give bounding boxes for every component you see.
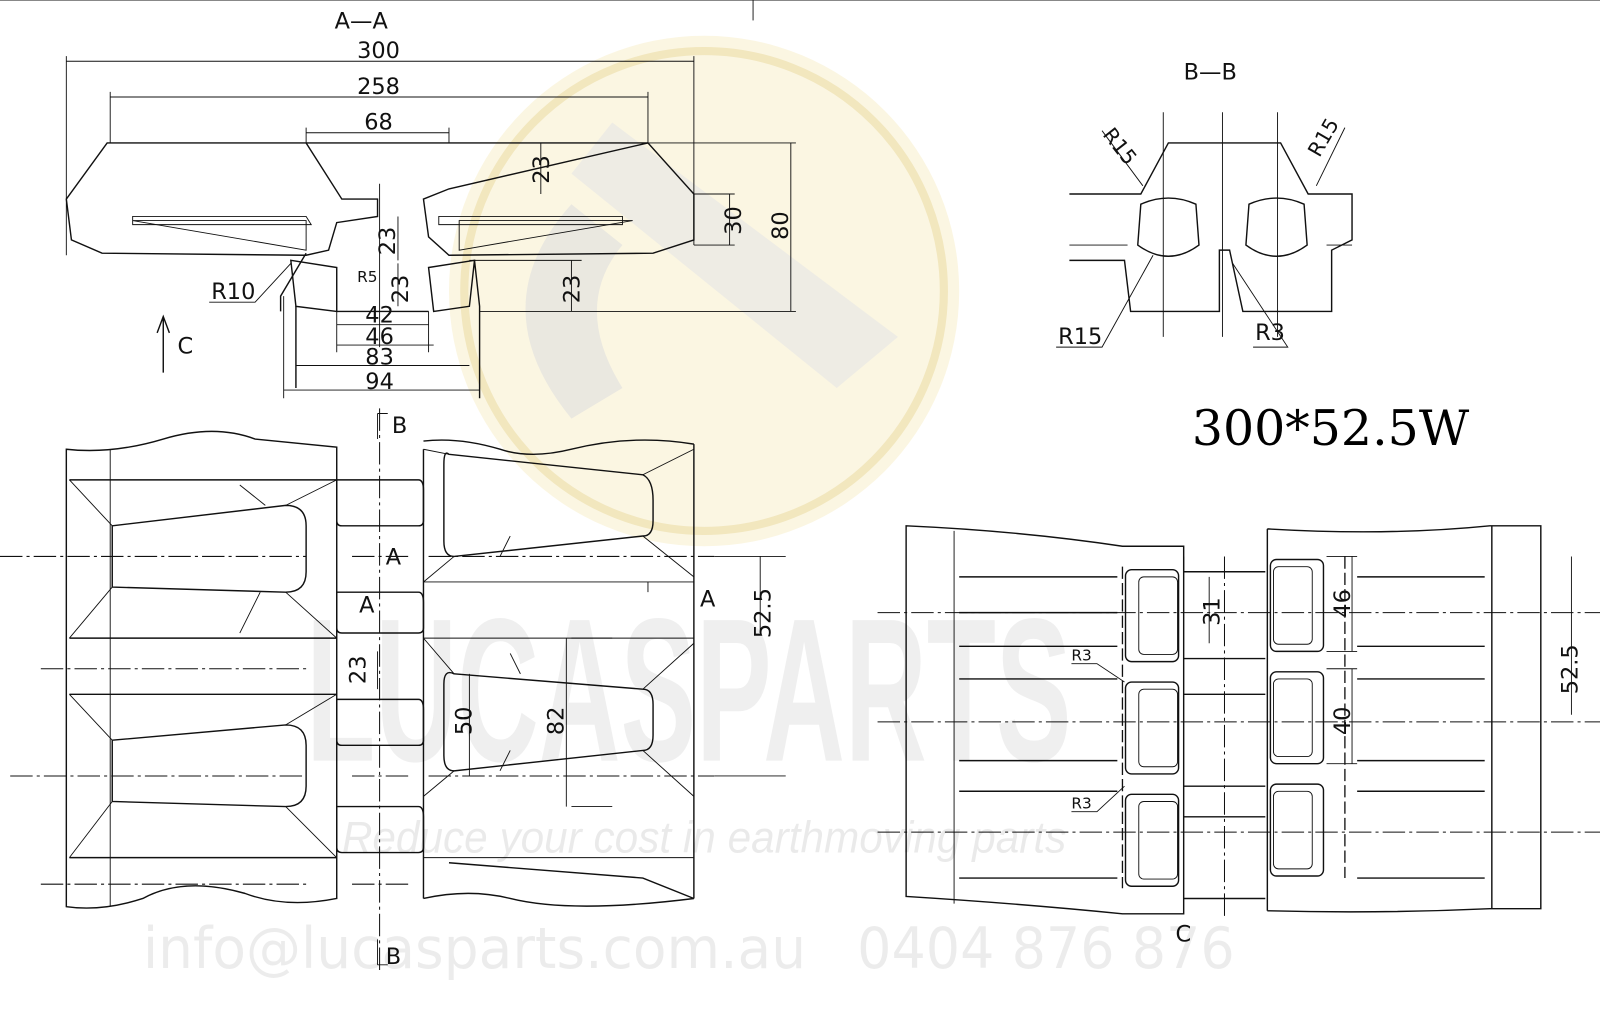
- section-b-marker-bottom: B: [386, 944, 401, 970]
- label-r3-bottom: R3: [1071, 795, 1091, 813]
- view-c-label: C: [178, 333, 194, 359]
- watermark-logo: [448, 35, 960, 547]
- dim-23-lug: 23: [388, 275, 414, 304]
- view-c-arrow-icon: [156, 314, 171, 373]
- section-aa-title: A—A: [335, 9, 389, 35]
- lug-sockets: [1121, 556, 1346, 889]
- watermark-tagline: Reduce your cost in earthmoving parts: [342, 812, 1066, 863]
- section-b-marker-top: B: [392, 413, 407, 439]
- dim-300: 300: [357, 38, 400, 64]
- dim-gap-23: 23: [345, 655, 371, 684]
- watermark-email: info@lucasparts.com.au: [143, 916, 806, 982]
- dim-46: 46: [365, 324, 394, 350]
- dim-pitch-52-5-c: 52.5: [1558, 644, 1584, 694]
- view-c: 31 46 40 52.5 R3 R3 C: [877, 525, 1600, 947]
- dim-40: 40: [1330, 707, 1356, 736]
- watermark-phone: 0404 876 876: [857, 916, 1235, 982]
- section-a-marker-right: A: [700, 586, 716, 612]
- dim-258: 258: [357, 74, 400, 100]
- dim-23-mid: 23: [375, 227, 401, 256]
- hatched-rubber-left: [65, 142, 379, 256]
- section-bb: B—B R15 R15 R15 R3: [1056, 60, 1353, 350]
- dim-23-right: 23: [560, 275, 586, 304]
- section-aa: A—A 300 258 68 23 30 80 23 23 23 R5 R10 …: [65, 9, 796, 399]
- dim-83: 83: [365, 344, 394, 370]
- core-right: [458, 220, 633, 251]
- cable-right: [1245, 197, 1308, 257]
- model-label: 300*52.5W: [1192, 400, 1470, 457]
- plan-view: B B A A A 52.5 23 50 82: [0, 408, 786, 970]
- label-r15-bottom: R15: [1058, 324, 1102, 350]
- dim-31: 31: [1199, 597, 1225, 626]
- label-r3-top: R3: [1071, 647, 1091, 665]
- section-bb-title: B—B: [1184, 60, 1237, 86]
- section-a-marker-mid: A: [386, 545, 402, 571]
- steel-core: [132, 215, 623, 226]
- dim-23-top: 23: [529, 155, 555, 184]
- view-c-title: C: [1176, 921, 1192, 947]
- dim-94: 94: [365, 369, 394, 395]
- label-r15-right: R15: [1303, 114, 1344, 161]
- dim-42: 42: [365, 303, 394, 329]
- dim-width-50: 50: [451, 707, 477, 736]
- watermark-brand: LUCASPARTS: [306, 577, 1071, 805]
- label-r3: R3: [1255, 320, 1285, 346]
- label-r15-left: R15: [1098, 123, 1142, 169]
- cable-left: [1137, 197, 1200, 257]
- dim-height-82: 82: [543, 707, 569, 736]
- core-left: [132, 220, 307, 251]
- dim-pitch-52-5: 52.5: [750, 588, 776, 638]
- section-a-marker-left: A: [359, 593, 375, 619]
- dim-68: 68: [364, 110, 393, 136]
- dim-30: 30: [721, 206, 747, 235]
- dim-80: 80: [768, 211, 794, 240]
- lug-right: [427, 259, 476, 313]
- label-r10: R10: [211, 279, 255, 305]
- dim-46: 46: [1330, 589, 1356, 618]
- label-r5: R5: [357, 268, 377, 286]
